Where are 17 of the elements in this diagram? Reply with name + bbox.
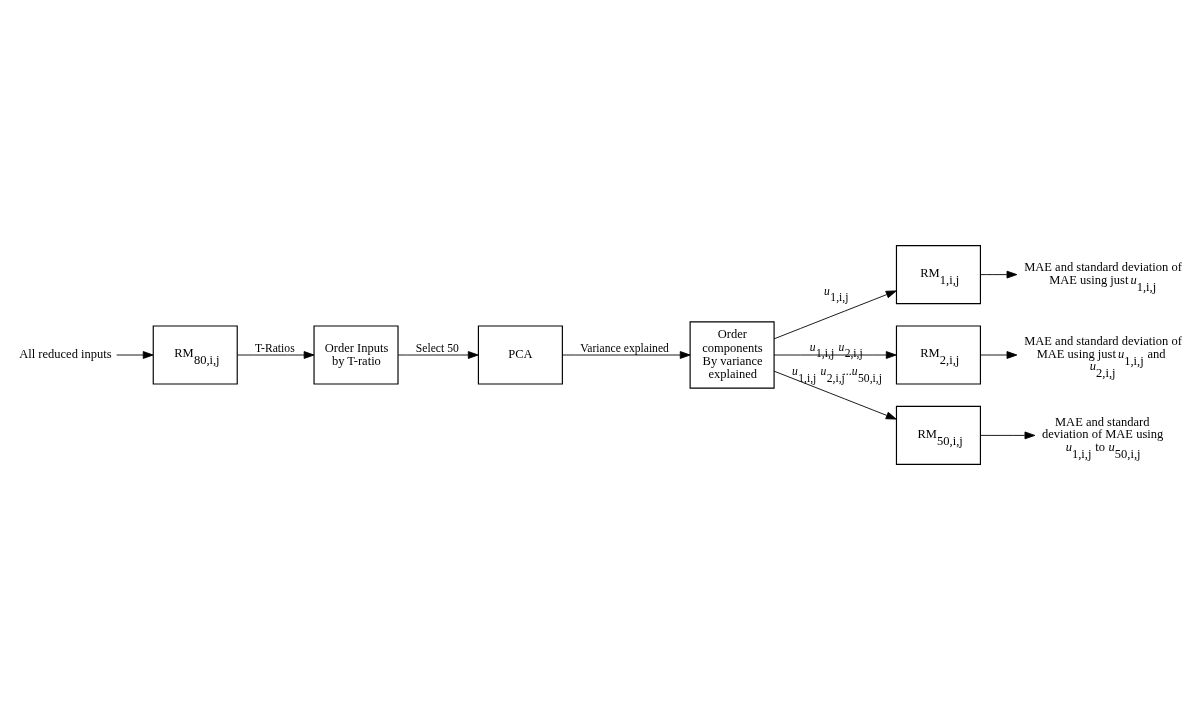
- arrow: [980, 431, 1036, 440]
- node-box: Order components By variance explained: [689, 321, 775, 389]
- arrow: [562, 351, 691, 359]
- arrow: [237, 351, 315, 359]
- arrow: [980, 270, 1018, 279]
- edge-label: T-Ratios: [255, 341, 295, 355]
- node-box: PCA: [477, 325, 563, 385]
- arrow: [397, 351, 479, 359]
- arrow: [980, 351, 1018, 359]
- arrow: [773, 370, 897, 420]
- edge-label: Variance explained: [580, 341, 669, 355]
- node-box: Order Inputs by T-ratio: [313, 325, 399, 385]
- node-text: All reduced inputs: [19, 347, 112, 362]
- edge-label: Select 50: [415, 341, 459, 355]
- arrow: [773, 351, 897, 359]
- arrow: [116, 351, 154, 359]
- arrow: [773, 290, 897, 340]
